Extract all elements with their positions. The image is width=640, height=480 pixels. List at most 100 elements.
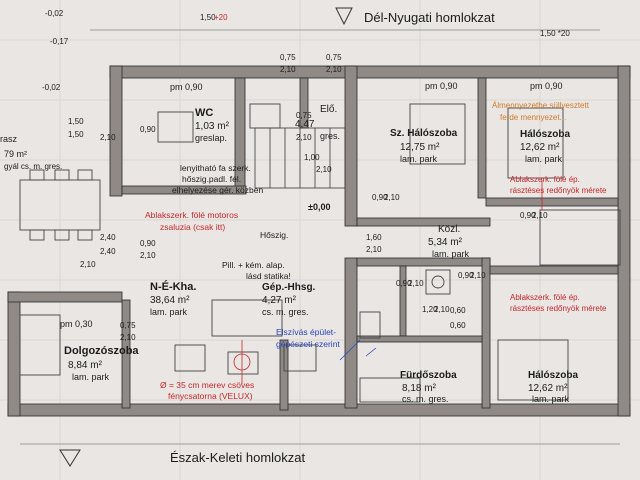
furd-area: 8,18 m² — [402, 383, 437, 394]
wc-name: WC — [195, 107, 213, 119]
dim-9: 2,10 — [80, 260, 96, 269]
dim-18: 0,60 — [450, 321, 466, 330]
bed-nw-level: pm 0,90 — [530, 81, 563, 91]
wc-area: 1,03 m² — [195, 121, 230, 132]
dolg-name: Dolgozószoba — [64, 345, 139, 357]
eloter-h2: 2,10 — [296, 133, 312, 142]
south-marker-icon — [59, 449, 81, 467]
eloter-name: Elő. — [320, 104, 337, 115]
gep-area: 4,27 m² — [262, 295, 297, 306]
gep-floor: cs. m. gres. — [262, 307, 309, 317]
gep-name: Gép.-Hhsg. — [262, 282, 316, 293]
dim-15: 0,90 — [372, 193, 388, 202]
stair — [254, 127, 346, 189]
dolg-area: 8,84 m² — [68, 360, 103, 371]
bottom-facade-title: Észak-Keleti homlokzat — [170, 450, 305, 465]
dim-14: 2,10 — [366, 245, 382, 254]
zero-level: ±0,00 — [308, 202, 330, 212]
dim-13: 1,60 — [366, 233, 382, 242]
dim-26: 2,10 — [280, 65, 296, 74]
red-note-3b: rásztéses redőnyök mérete — [510, 186, 607, 195]
wc-floor: greslap. — [195, 133, 227, 143]
hall-level: pm 0,90 — [425, 81, 458, 91]
dim-35: 2,10 — [434, 305, 450, 314]
stair-note-3: elhelyezése gér. közben — [172, 185, 263, 195]
pill-note-1: Pill. + kém. alap. — [222, 260, 285, 270]
red-note-3a: Ablakszerk. fölé ép. — [510, 175, 580, 184]
dim-25: 0,75 — [280, 53, 296, 62]
dim-11: 2,10 — [120, 333, 136, 342]
dim-30: 1,00 — [304, 153, 320, 162]
dim-32: 0,90 — [140, 239, 156, 248]
outer-walls — [7, 65, 631, 417]
dim-7: 2,40 — [100, 233, 116, 242]
dim-5: 1,50 — [68, 130, 84, 139]
top-facade-title: Dél-Nyugati homlokzat — [364, 10, 495, 25]
eloter-floor: gres. — [320, 131, 340, 141]
dim-17: 0,60 — [450, 306, 466, 315]
furd-name: Fürdőszoba — [400, 370, 457, 381]
room-labels: pm 0,90 WC 1,03 m² greslap. Elő. 4,47 gr… — [0, 81, 578, 404]
orange-note-1: Álmennyezetbe süllyesztett — [492, 101, 590, 110]
dim-33: 2,10 — [140, 251, 156, 260]
dim-28: 0,75 — [326, 53, 342, 62]
north-marker-icon — [335, 7, 353, 26]
dim-22: 2,10 — [470, 271, 486, 280]
nek-area: 38,64 m² — [150, 295, 190, 306]
red-note-4a: Ablakszerk. fölé ép. — [510, 293, 580, 302]
stair-note-2: hőszig.padl. fél. — [182, 174, 241, 184]
kozl-area: 5,34 m² — [428, 237, 463, 248]
eloter-h1: 0,75 — [296, 111, 312, 120]
kozl-floor: lam. park — [432, 249, 470, 259]
hall-area: 12,75 m² — [400, 142, 440, 153]
bed-se-area: 12,62 m² — [528, 383, 568, 394]
dim-27: 1,50 *20 — [540, 29, 570, 38]
terasz-floor: gyál cs. m. gres. — [4, 162, 62, 171]
inner-walls — [121, 65, 619, 411]
notes: lenyitható fa szerk. hőszig.padl. fél. e… — [145, 101, 607, 401]
bed-se-name: Hálószoba — [528, 370, 578, 381]
red-note-4b: rásztéses redőnyök mérete — [510, 304, 607, 313]
dolg-floor: lam. park — [72, 372, 110, 382]
blue-note-1: Elszívás épület- — [276, 327, 336, 337]
dim-31: 2,10 — [316, 165, 332, 174]
red-note-2: zsaluzia (csak itt) — [160, 222, 225, 232]
red-note-5a: Ø = 35 cm merev csöves — [160, 380, 254, 390]
dim-37: 2,10 — [532, 211, 548, 220]
blue-markings — [339, 339, 377, 361]
bed-nw-area: 12,62 m² — [520, 142, 560, 153]
dim-20: 2,10 — [408, 279, 424, 288]
eloter-area: 4,47 — [295, 119, 315, 130]
dim-1: -0,02 — [45, 9, 64, 18]
bed-se-floor: lam. park — [532, 394, 570, 404]
kozl-name: Közl. — [438, 224, 460, 235]
red-note-5b: fénycsatorna (VELUX) — [168, 391, 253, 401]
dim-19: 0,90 — [396, 279, 412, 288]
red-markings — [233, 180, 543, 384]
stair-note-1: lenyitható fa szerk. — [180, 163, 251, 173]
dim-10: 0,75 — [120, 321, 136, 330]
red-note-1: Ablakszerk. fölé motoros — [145, 210, 238, 220]
dim-23: 1,50 — [200, 13, 216, 22]
orange-note-2: ferde mennyezet... — [500, 113, 566, 122]
furniture — [19, 103, 621, 403]
furd-floor: cs. m. gres. — [402, 394, 449, 404]
pill-note-2: lásd statika! — [246, 271, 291, 281]
dim-16: 2,10 — [384, 193, 400, 202]
terasz-area: 79 m² — [4, 149, 27, 159]
hoszig-note: Hőszig. — [260, 230, 288, 240]
nek-floor: lam. park — [150, 307, 188, 317]
hall-name: Sz. Hálószoba — [390, 128, 458, 139]
dim-24: +20 — [214, 13, 228, 22]
dimension-labels: -0,02 -0,17 -0,02 1,50 1,50 2,10 2,40 2,… — [42, 9, 570, 342]
blue-note-2: gépészeti szerint — [276, 339, 340, 349]
bed-nw-name: Hálószoba — [520, 129, 570, 140]
dolg-level: pm 0,30 — [60, 319, 93, 329]
dim-12: 0,90 — [140, 125, 156, 134]
bed-nw-floor: lam. park — [525, 154, 563, 164]
hall-floor: lam. park — [400, 154, 438, 164]
dim-21: 0,90 — [458, 271, 474, 280]
nek-name: N-É-Kha. — [150, 280, 196, 293]
terasz-name: rasz — [0, 134, 18, 144]
